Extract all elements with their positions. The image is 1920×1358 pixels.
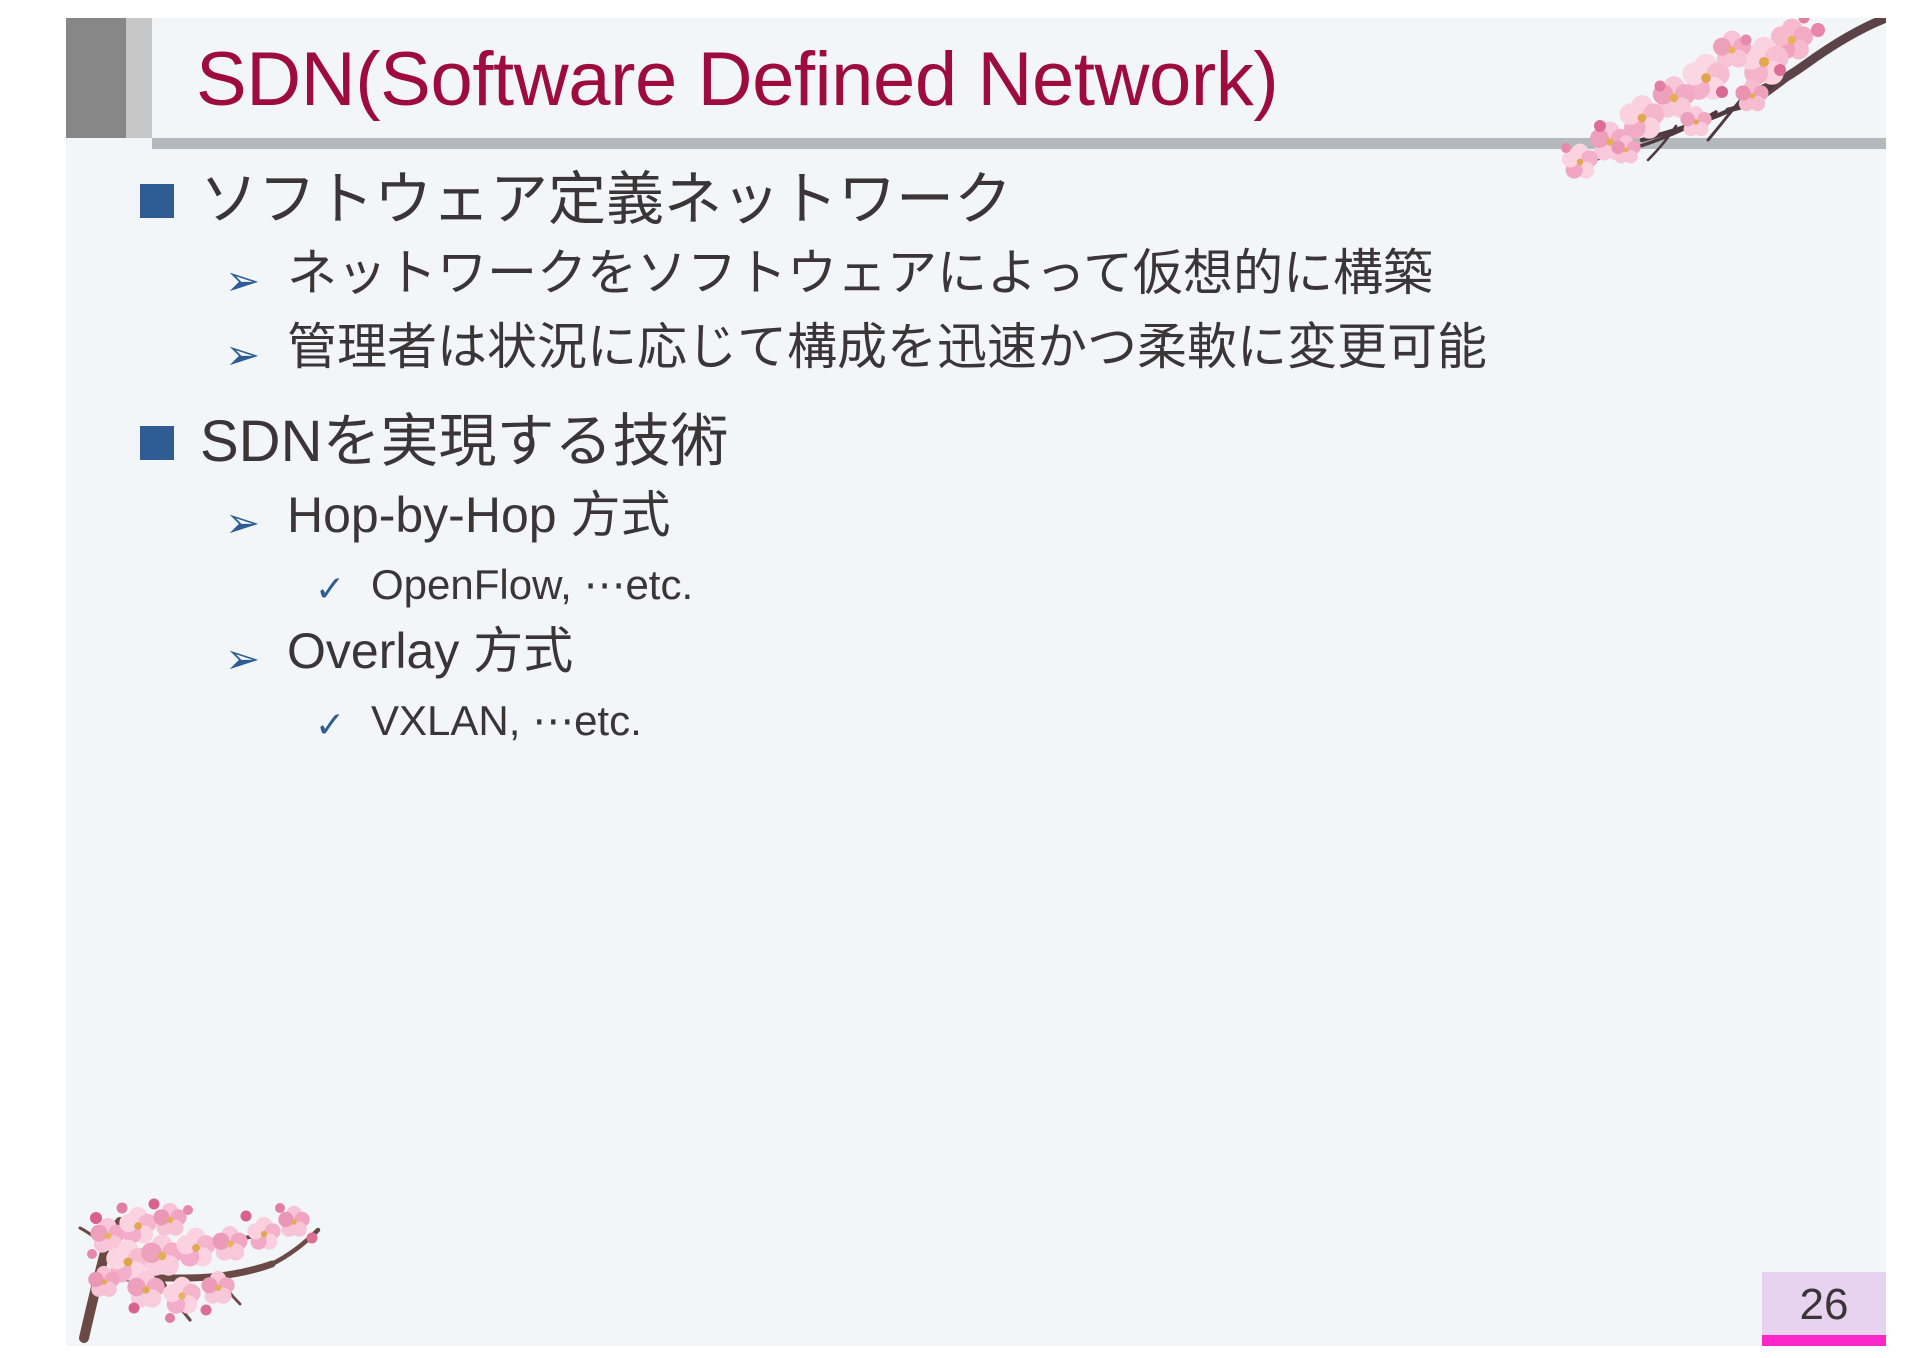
title-accent-bar-dark <box>66 18 126 138</box>
check-bullet-icon: ✓ <box>315 568 346 609</box>
bullet-text: ソフトウェア定義ネットワーク <box>200 167 1013 232</box>
square-bullet-icon <box>140 184 174 218</box>
bullet-level2: ➢ Hop-by-Hop 方式 <box>225 482 1860 556</box>
bullet-text: 管理者は状況に応じて構成を迅速かつ柔軟に変更可能 <box>287 319 1487 375</box>
page-number-text: 26 <box>1799 1280 1849 1329</box>
bullet-level3: ✓ OpenFlow, ⋯etc. <box>315 556 1860 618</box>
bullet-level1: SDNを実現する技術 <box>140 404 1860 480</box>
bullet-level3: ✓ VXLAN, ⋯etc. <box>315 692 1860 754</box>
page-title: SDN(Software Defined Network) <box>196 37 1279 122</box>
title-accent-bar-light <box>126 18 152 138</box>
bullet-text: OpenFlow, ⋯etc. <box>371 561 694 608</box>
bullet-level2: ➢ 管理者は状況に応じて構成を迅速かつ柔軟に変更可能 <box>225 314 1860 388</box>
bullet-text: VXLAN, ⋯etc. <box>371 697 642 744</box>
arrow-bullet-icon: ➢ <box>225 257 261 304</box>
frame-edge-bottom <box>0 1346 1920 1358</box>
bullet-text: ネットワークをソフトウェアによって仮想的に構築 <box>287 245 1433 301</box>
check-bullet-icon: ✓ <box>315 704 346 745</box>
slide-body: ソフトウェア定義ネットワーク ➢ ネットワークをソフトウェアによって仮想的に構築… <box>140 162 1860 754</box>
bullet-text: Overlay 方式 <box>287 623 574 679</box>
bullet-text: SDNを実現する技術 <box>200 409 729 474</box>
bullet-level2: ➢ ネットワークをソフトウェアによって仮想的に構築 <box>225 240 1860 314</box>
frame-edge-right <box>1886 0 1920 1358</box>
bullet-text: Hop-by-Hop 方式 <box>287 487 671 543</box>
title-underline-rule <box>152 138 1886 149</box>
square-bullet-icon <box>140 426 174 460</box>
arrow-bullet-icon: ➢ <box>225 635 261 682</box>
sakura-branch-bottom-left-icon <box>78 1198 321 1343</box>
frame-edge-left <box>0 0 66 1358</box>
arrow-bullet-icon: ➢ <box>225 499 261 546</box>
bullet-level1: ソフトウェア定義ネットワーク <box>140 162 1860 238</box>
bullet-level2: ➢ Overlay 方式 <box>225 618 1860 692</box>
page-number-underline <box>1762 1335 1886 1346</box>
frame-edge-top <box>0 0 1920 18</box>
page-number-badge: 26 <box>1762 1272 1886 1346</box>
arrow-bullet-icon: ➢ <box>225 331 261 378</box>
section-spacer <box>140 388 1860 404</box>
